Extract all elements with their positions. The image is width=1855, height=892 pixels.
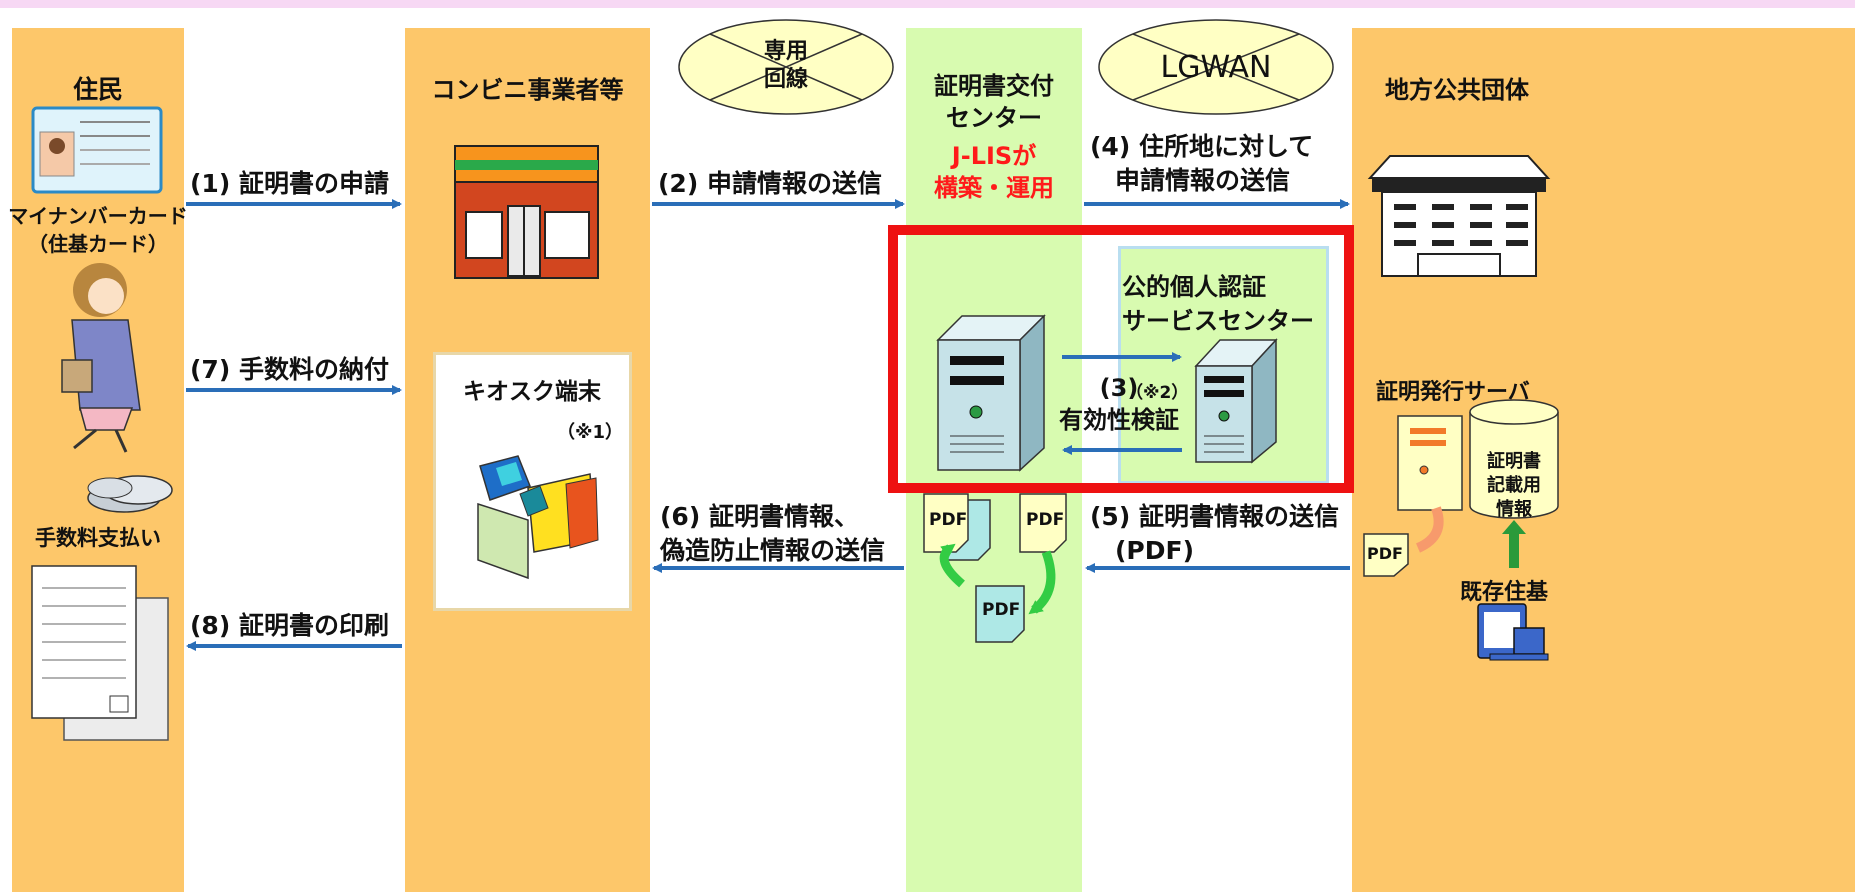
local-gov-header: 地方公共団体 xyxy=(1385,76,1529,104)
arrow-6-label: (6) 証明書情報、 偽造防止情報の送信 xyxy=(660,502,886,565)
jpki-server-icon xyxy=(1194,338,1278,464)
resident-woman-icon xyxy=(61,263,141,453)
jpki-title: 公的個人認証 サービスセンター xyxy=(1122,273,1314,335)
arrow-2-label: (2) 申請情報の送信 xyxy=(658,169,882,198)
dedicated-line-ellipse xyxy=(678,19,894,115)
issuing-server-label: 証明発行サーバ xyxy=(1376,380,1530,405)
center-header: 証明書交付 センター xyxy=(934,72,1054,132)
resident-header: 住民 xyxy=(72,75,123,104)
center-operator-note: J-LISが 構築・運用 xyxy=(934,142,1054,202)
convenience-header: コンビニ事業者等 xyxy=(431,76,624,104)
kiosk-box xyxy=(433,352,632,611)
certificate-documents-icon xyxy=(31,565,169,741)
jpki-note: （※2） xyxy=(1126,383,1189,403)
pdf-label-2: PDF xyxy=(1026,510,1065,530)
flow-arrows xyxy=(186,199,1350,651)
existing-jyuki-computer-icon xyxy=(1477,603,1549,661)
convenience-store-icon xyxy=(454,145,599,279)
arrow-1-label: (1) 証明書の申請 xyxy=(190,169,389,198)
government-building-icon xyxy=(1367,155,1551,277)
mynumber-card-icon xyxy=(31,106,163,194)
pdf-cycle-icon xyxy=(923,493,1067,643)
kiosk-title: キオスク端末 xyxy=(463,379,601,405)
top-border xyxy=(0,0,1855,8)
lgwan-ellipse xyxy=(1098,19,1334,115)
database-icon xyxy=(1469,399,1559,519)
kiosk-note: （※1） xyxy=(557,422,624,443)
pdf-label-3: PDF xyxy=(982,600,1021,620)
coins-icon xyxy=(87,475,173,513)
local-pdf-label: PDF xyxy=(1367,544,1403,563)
issuing-server-icon xyxy=(1397,415,1463,511)
arrow-8-label: (8) 証明書の印刷 xyxy=(190,611,389,640)
validation-label: (3) 有効性検証 xyxy=(1059,374,1179,434)
existing-jyuki-label: 既存住基 xyxy=(1460,580,1549,605)
local-pdf-icon xyxy=(1363,533,1409,577)
center-server-icon xyxy=(936,314,1046,472)
arrow-7-label: (7) 手数料の納付 xyxy=(190,355,389,384)
green-up-arrow xyxy=(1502,520,1526,568)
mynumber-card-label: マイナンバーカード （住基カード） xyxy=(8,204,188,256)
fee-payment-label: 手数料支払い xyxy=(35,526,161,550)
pdf-label-1: PDF xyxy=(929,510,968,530)
db-label: 証明書 記載用 情報 xyxy=(1487,451,1541,520)
orange-arrow xyxy=(1415,506,1444,553)
kiosk-terminal-icon xyxy=(477,455,599,580)
lgwan-label: LGWAN xyxy=(1160,50,1272,85)
jlis-highlight-frame xyxy=(888,225,1354,493)
dedicated-line-label: 専用 回線 xyxy=(763,39,808,92)
arrow-4-label: (4) 住所地に対して 申請情報の送信 xyxy=(1090,132,1314,195)
arrow-5-label: (5) 証明書情報の送信 (PDF) xyxy=(1090,502,1339,565)
